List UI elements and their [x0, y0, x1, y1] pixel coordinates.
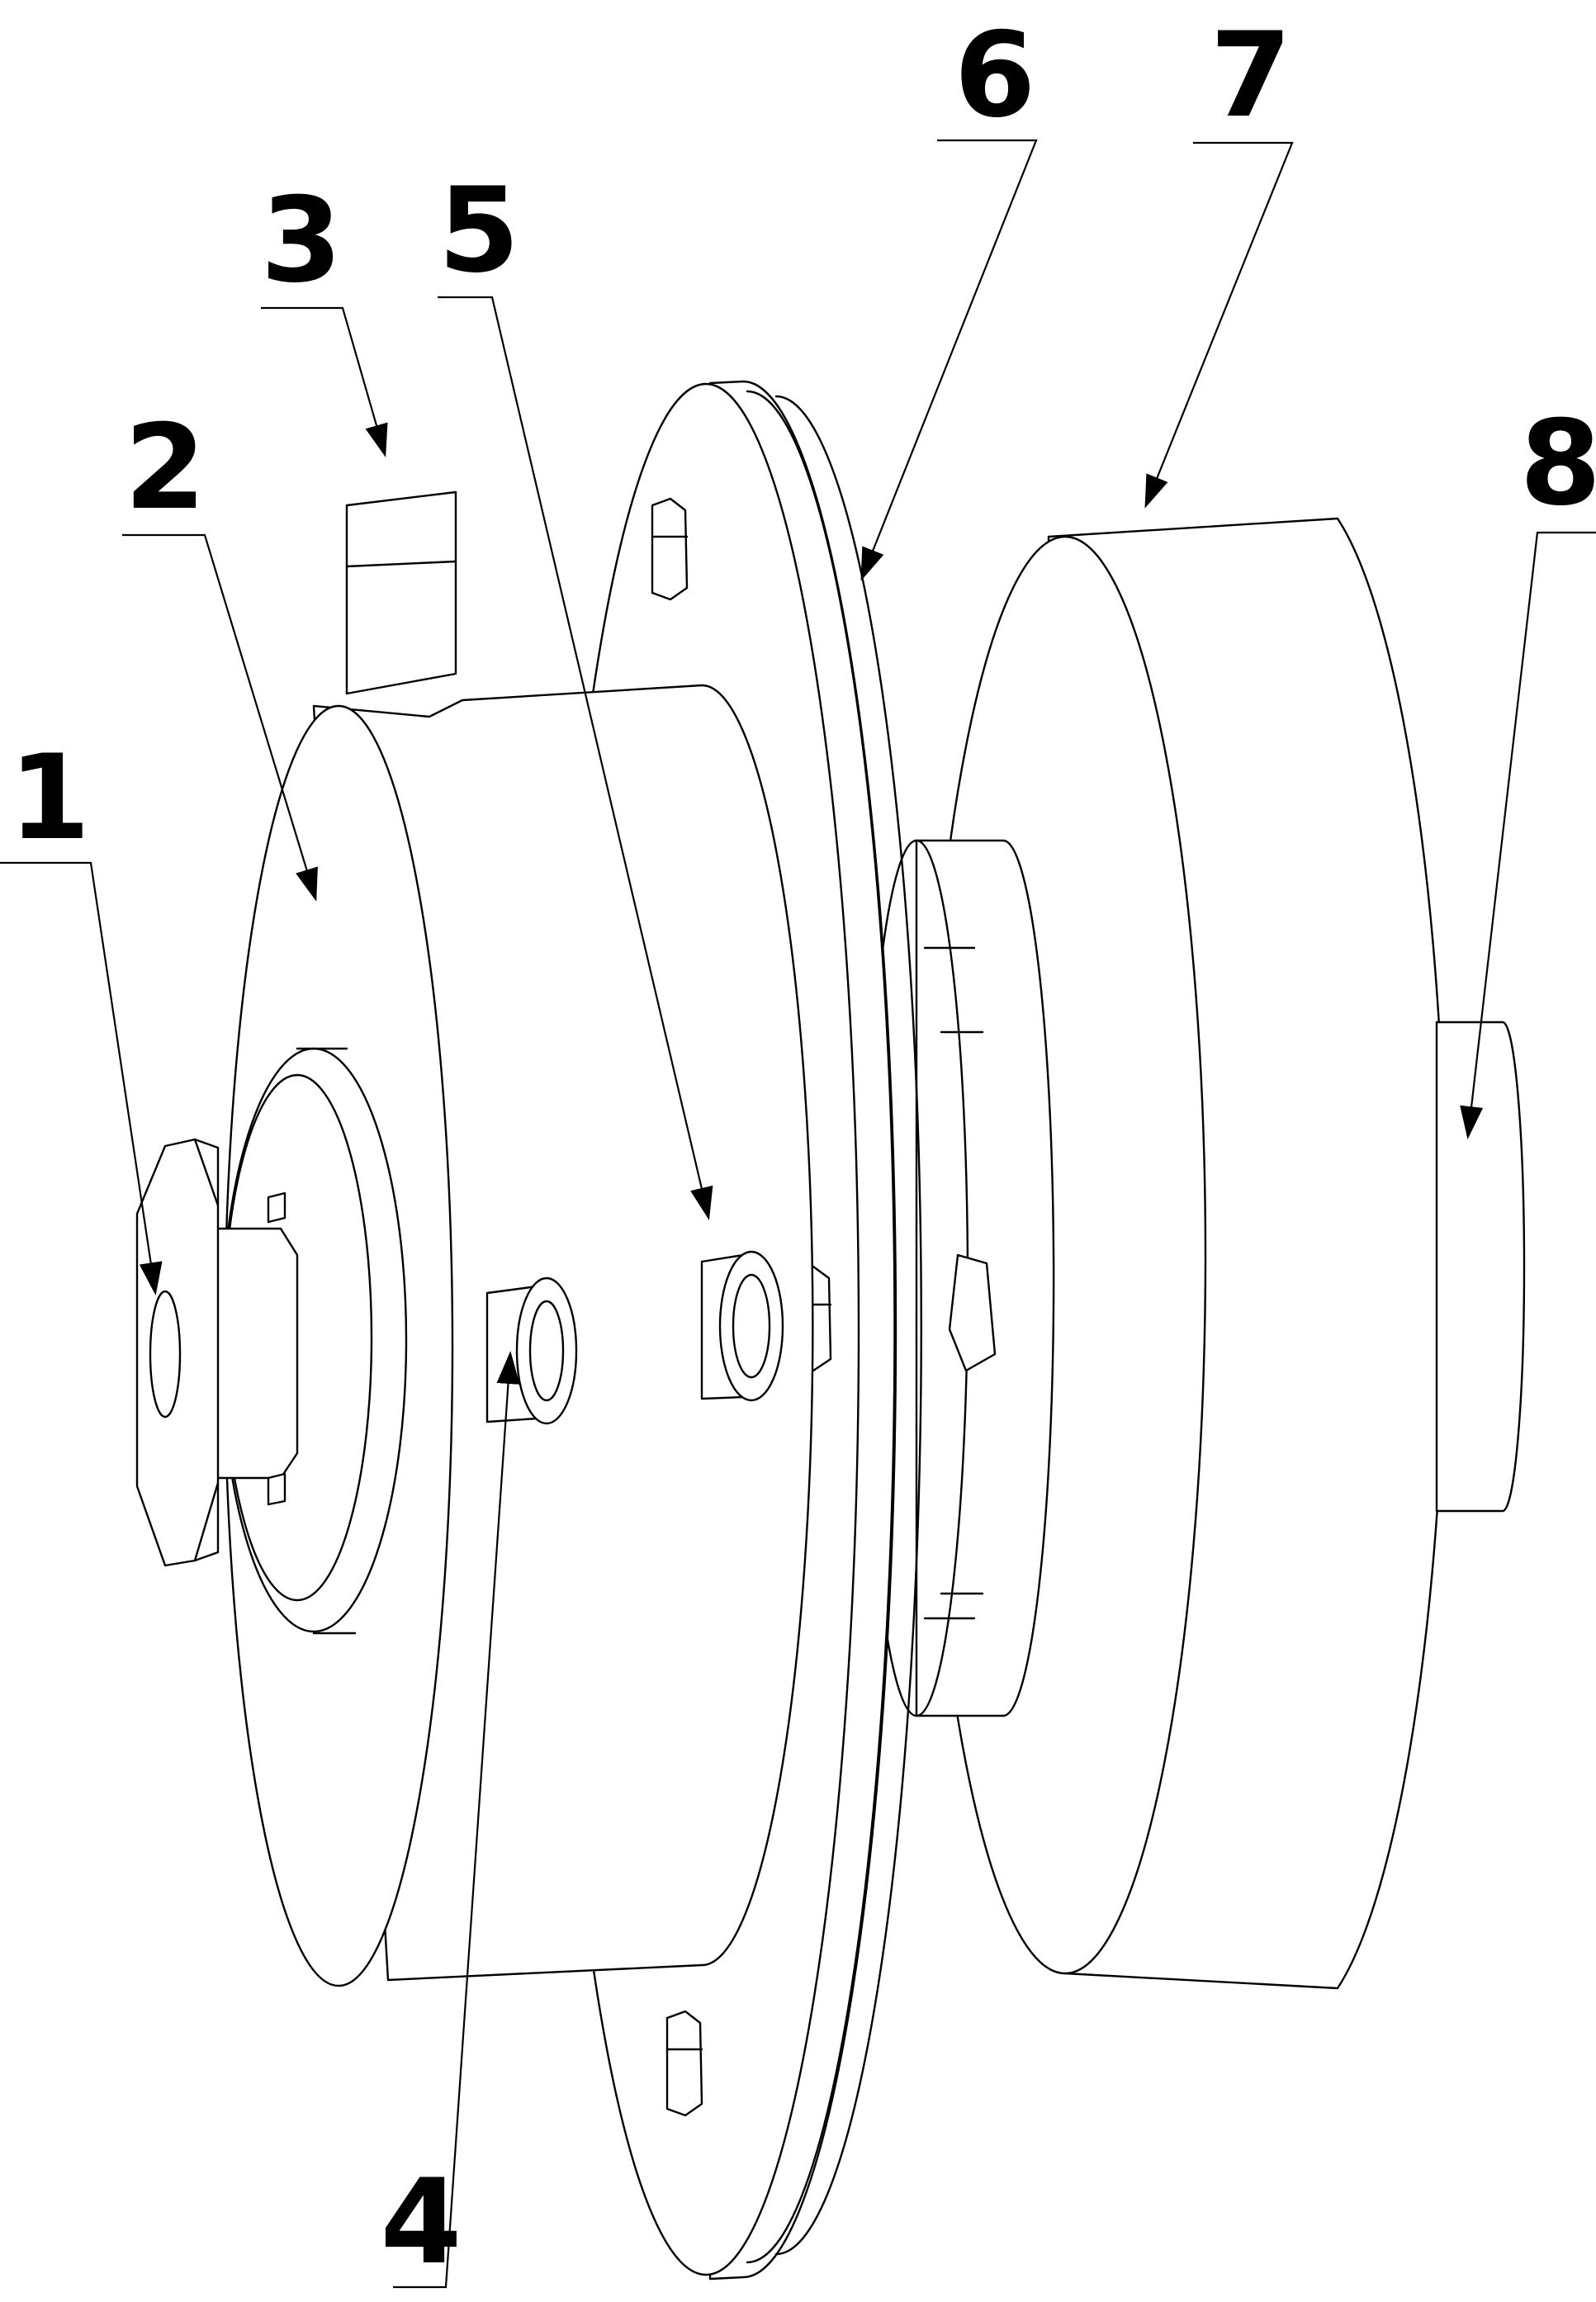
shaft-nut-1 [135, 1138, 299, 1567]
leader-8 [1460, 531, 1596, 1139]
callout-7: 7 [1210, 7, 1292, 144]
leader-7 [1144, 141, 1294, 509]
leader-6 [860, 139, 1038, 581]
rear-shaft-8 [1435, 1021, 1526, 1513]
callout-4: 4 [381, 2154, 462, 2290]
port-5 [700, 1250, 784, 1402]
callout-6: 6 [954, 7, 1036, 144]
flange-bolt-bottom [665, 2010, 703, 2117]
leader-4 [393, 1351, 520, 2289]
callout-1: 1 [9, 730, 91, 866]
leader-3 [261, 306, 388, 457]
leader-2 [122, 533, 318, 902]
leader-5 [438, 296, 713, 1220]
callout-8: 8 [1520, 396, 1596, 532]
callout-2: 2 [125, 400, 206, 536]
leader-1 [0, 861, 163, 1295]
callout-5: 5 [438, 163, 520, 299]
pipe-3 [345, 490, 457, 695]
port-4 [485, 1277, 578, 1425]
flange-bolt-top [651, 497, 689, 601]
intermediate-hub [864, 839, 1055, 1717]
callout-3: 3 [261, 173, 343, 309]
